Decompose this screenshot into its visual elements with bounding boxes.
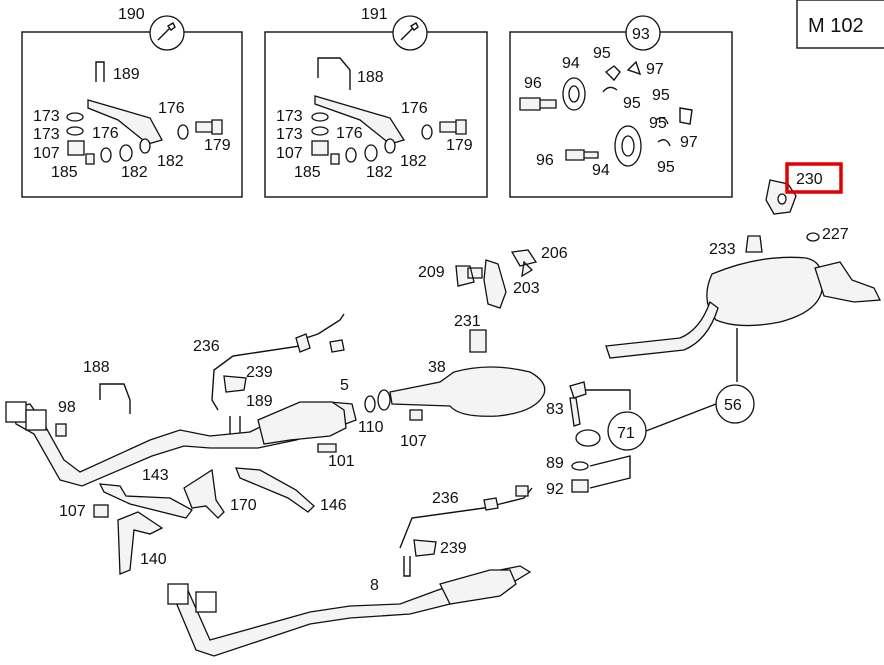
kit-191-label-173b: 173 xyxy=(276,126,303,143)
callout-231[interactable]: 231 xyxy=(454,313,481,330)
callout-110[interactable]: 110 xyxy=(358,419,384,436)
callout-143[interactable]: 143 xyxy=(142,467,169,484)
callout-230[interactable]: 230 xyxy=(796,171,823,188)
kit-190-label-173b: 173 xyxy=(33,126,60,143)
kit-190-label-176a: 176 xyxy=(158,100,185,117)
kit-93-label-96a: 96 xyxy=(524,75,542,92)
kit-191-label-188: 188 xyxy=(357,69,384,86)
intermediate-pipe xyxy=(605,300,719,359)
kit-191-number: 191 xyxy=(361,6,388,23)
kit-93-label-97b: 97 xyxy=(680,134,698,151)
front-exhaust-assembly: 236 239 189 5 110 107 101 38 188 98 143 … xyxy=(5,313,546,575)
kit-93-label-96b: 96 xyxy=(536,152,554,169)
callout-227[interactable]: 227 xyxy=(822,226,849,243)
callout-140[interactable]: 140 xyxy=(140,551,167,568)
callout-101[interactable]: 101 xyxy=(328,453,355,470)
kit-93-panel: 93 94 95 97 96 95 95 95 97 96 94 95 xyxy=(509,15,733,198)
kit-190-label-176b: 176 xyxy=(92,125,119,142)
center-silencer-38 xyxy=(389,366,546,417)
catalytic-converter xyxy=(257,401,347,445)
callout-203[interactable]: 203 xyxy=(513,280,540,297)
clamp-group-71: 83 71 89 92 xyxy=(546,381,717,498)
lower-front-pipe xyxy=(169,565,532,657)
kit-190-label-107: 107 xyxy=(33,145,60,162)
u-bolt-part xyxy=(95,61,105,82)
kit-93-label-95b: 95 xyxy=(623,95,641,112)
callout-236b[interactable]: 236 xyxy=(432,490,459,507)
kit-191-label-107: 107 xyxy=(276,145,303,162)
callout-170[interactable]: 170 xyxy=(230,497,257,514)
callout-107b[interactable]: 107 xyxy=(59,503,86,520)
kit-190-label-173a: 173 xyxy=(33,108,60,125)
callout-146[interactable]: 146 xyxy=(320,497,347,514)
kit-190-label-189: 189 xyxy=(113,66,140,83)
kit-93-label-94b: 94 xyxy=(592,162,610,179)
rear-silencer-assembly: 230 227 233 56 xyxy=(605,162,882,424)
callout-71[interactable]: 71 xyxy=(617,425,635,442)
callout-56[interactable]: 56 xyxy=(724,397,742,414)
callout-239a[interactable]: 239 xyxy=(246,364,273,381)
callout-236a[interactable]: 236 xyxy=(193,338,220,355)
callout-107a[interactable]: 107 xyxy=(400,433,427,450)
rear-muffler xyxy=(706,256,824,327)
highlight-box-230 xyxy=(785,162,843,194)
model-code: M 102 xyxy=(808,15,864,37)
callout-38[interactable]: 38 xyxy=(428,359,446,376)
callout-239b[interactable]: 239 xyxy=(440,540,467,557)
kit-190-panel: 190 189 173 173 176 176 107 185 182 182 … xyxy=(21,6,243,198)
callout-89[interactable]: 89 xyxy=(546,455,564,472)
kit-190-label-182b: 182 xyxy=(121,164,148,181)
kit-93-label-95e: 95 xyxy=(657,159,675,176)
callout-233[interactable]: 233 xyxy=(709,241,736,258)
kit-191-label-182a: 182 xyxy=(400,153,427,170)
callout-8[interactable]: 8 xyxy=(370,577,379,594)
callout-209[interactable]: 209 xyxy=(418,264,445,281)
kit-93-label-95a: 95 xyxy=(593,45,611,62)
lower-pipe-assembly: 236 239 8 xyxy=(167,485,533,657)
kit-191-label-182b: 182 xyxy=(366,164,393,181)
bent-strap-part xyxy=(317,57,351,90)
kit-93-label-97a: 97 xyxy=(646,61,664,78)
model-code-box xyxy=(796,0,884,49)
kit-93-number: 93 xyxy=(632,26,650,43)
kit-93-label-95d: 95 xyxy=(649,115,667,132)
kit-190-label-182a: 182 xyxy=(157,153,184,170)
callout-83[interactable]: 83 xyxy=(546,401,564,418)
tail-pipe xyxy=(814,261,882,303)
callout-189[interactable]: 189 xyxy=(246,393,273,410)
hanger-group-209: 209 206 203 231 xyxy=(418,245,568,353)
kit-191-panel: 191 188 173 173 176 176 107 185 182 182 … xyxy=(264,6,488,198)
callout-98[interactable]: 98 xyxy=(58,399,76,416)
kit-191-label-176b: 176 xyxy=(336,125,363,142)
callout-92[interactable]: 92 xyxy=(546,481,564,498)
kit-190-label-185: 185 xyxy=(51,164,78,181)
kit-93-label-94a: 94 xyxy=(562,55,580,72)
callout-206[interactable]: 206 xyxy=(541,245,568,262)
kit-190-number: 190 xyxy=(118,6,145,23)
kit-190-label-179: 179 xyxy=(204,137,231,154)
kit-191-label-176a: 176 xyxy=(401,100,428,117)
kit-191-label-185: 185 xyxy=(294,164,321,181)
kit-191-label-173a: 173 xyxy=(276,108,303,125)
kit-93-label-95c: 95 xyxy=(652,87,670,104)
kit-191-label-179: 179 xyxy=(446,137,473,154)
callout-188[interactable]: 188 xyxy=(83,359,110,376)
callout-5[interactable]: 5 xyxy=(340,377,349,394)
